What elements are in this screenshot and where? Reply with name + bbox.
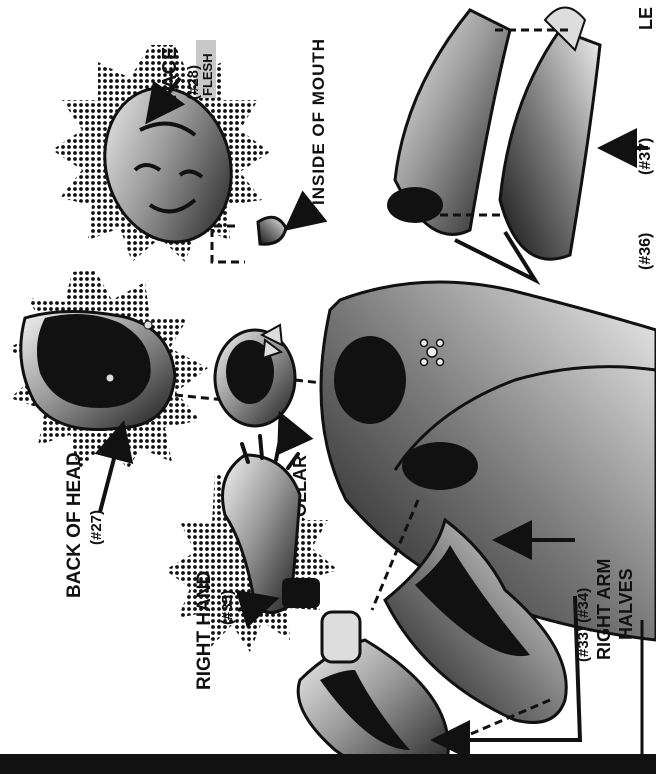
halves-label: HALVES <box>616 568 636 640</box>
arm-opening <box>402 442 478 490</box>
back-of-head-label: BACK OF HEAD <box>64 452 85 598</box>
mouth-arrow <box>290 210 310 226</box>
hand-wrist <box>282 578 320 608</box>
leg-37-number: (#37) <box>637 138 654 175</box>
back-of-head-number: (#27) <box>88 510 105 545</box>
bottom-border <box>0 754 656 774</box>
right-hand-part: RIGHT HAND (#35) <box>165 436 338 690</box>
collar-arrow <box>282 418 292 440</box>
flesh-label: FLESH <box>200 53 215 96</box>
right-arm-label: RIGHT ARM <box>594 559 614 660</box>
inside-mouth-label: INSIDE OF MOUTH <box>309 38 328 205</box>
mouth-piece <box>258 217 286 244</box>
face-part: FACE (#28) FLESH <box>52 40 270 262</box>
right-hand-number: (#35) <box>219 590 236 625</box>
back-of-head-part: BACK OF HEAD (#27) <box>8 270 225 598</box>
leg-37-shape <box>500 30 600 259</box>
bolt <box>106 374 114 382</box>
bolt <box>144 321 152 329</box>
arm-cuff <box>322 612 360 662</box>
right-arm-numbers: (#33) (#34) <box>575 588 592 662</box>
leg-part-36 <box>387 10 510 234</box>
leg-36-number: (#36) <box>637 233 654 270</box>
leg-partial-label: LE <box>636 7 656 30</box>
neck-opening <box>334 336 406 424</box>
right-hand-label: RIGHT HAND <box>194 571 215 690</box>
leg-36-opening <box>387 187 443 223</box>
